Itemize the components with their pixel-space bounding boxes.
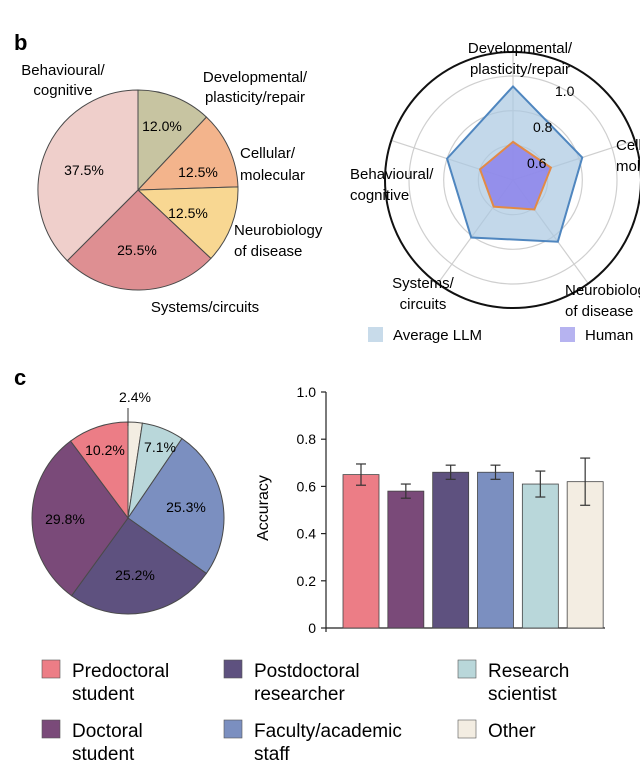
pie-label-behavioural-2: cognitive — [33, 82, 92, 99]
topic-pie-slice-neurobiology-of-disease — [136, 186, 239, 260]
topic-pie-slice-systems-circuits — [66, 189, 212, 291]
topic-pie-slice-behavioural-cognitive — [37, 89, 139, 262]
legend-swatch-predoctoral — [41, 659, 61, 679]
y-tick-label-4: 0.8 — [297, 431, 317, 447]
legend-postdoc-1: Postdoctoral — [254, 661, 360, 682]
pie-pct-cellular: 12.5% — [178, 164, 218, 180]
legend-swatch-postdoc — [223, 659, 243, 679]
topic-pie-slice-cellular-molecular — [136, 116, 239, 191]
pie-label-neuro-1: Neurobiology — [234, 222, 323, 239]
radar-label-behavioural-2: cognitive — [350, 187, 409, 204]
panel-c-letter: c — [14, 365, 26, 390]
radar-label-behavioural-1: Behavioural/ — [350, 166, 434, 183]
y-tick-label-2: 0.4 — [297, 526, 317, 542]
legend-label-human: Human — [585, 327, 633, 344]
topic-pie-labels: Behavioural/ cognitive Developmental/ pl… — [21, 62, 323, 316]
pie-label-developmental-2: plasticity/repair — [205, 89, 305, 106]
radar-outer-ring — [384, 51, 640, 309]
legend-swatch-llm — [368, 327, 383, 342]
legend-research-1: Research — [488, 661, 569, 682]
pie-label-behavioural-1: Behavioural/ — [21, 62, 105, 79]
bar-doctoral-student — [387, 490, 425, 629]
legend-research-2: scientist — [488, 684, 557, 705]
legend-faculty-2: staff — [254, 744, 290, 765]
legend-label-llm: Average LLM — [393, 327, 482, 344]
topic-pie-chart — [37, 89, 239, 291]
y-tick-label-3: 0.6 — [297, 478, 317, 494]
career-pie-slice-postdoctoral-researcher — [70, 517, 208, 615]
career-stage-pie-chart — [31, 421, 225, 615]
career-pie-slice-faculty-academic-staff — [127, 437, 225, 575]
pie-label-neuro-2: of disease — [234, 243, 302, 260]
pie-label-cellular-2: molecular — [240, 167, 305, 184]
legend-swatch-research — [457, 659, 477, 679]
legend-doctoral-1: Doctoral — [72, 721, 143, 742]
legend-doctoral-2: student — [72, 744, 135, 765]
legend-faculty-1: Faculty/academic — [254, 721, 402, 742]
bar-research-scientist — [521, 483, 559, 629]
legend-predoctoral-2: student — [72, 684, 135, 705]
radar-label-systems-2: circuits — [400, 296, 447, 313]
radar-chart — [384, 51, 640, 309]
radar-label-cellular-2: molecular — [616, 158, 640, 175]
y-tick-label-0: 0 — [308, 620, 316, 636]
career-pie-percentages: 2.4% 7.1% 25.3% 25.2% 29.8% 10.2% — [45, 389, 206, 583]
pie-pct-faculty: 25.3% — [166, 499, 206, 515]
career-pie-slice-doctoral-student — [31, 440, 129, 597]
legend-swatch-faculty — [223, 719, 243, 739]
radar-label-developmental-2: plasticity/repair — [470, 61, 570, 78]
pie-pct-postdoc: 25.2% — [115, 567, 155, 583]
legend-predoctoral-1: Predoctoral — [72, 661, 169, 682]
pie-pct-predoctoral: 10.2% — [85, 442, 125, 458]
pie-pct-doctoral: 29.8% — [45, 511, 85, 527]
radar-series-human — [478, 140, 553, 211]
pie-pct-neuro: 12.5% — [168, 205, 208, 221]
radar-ring-label-1: 0.8 — [533, 119, 553, 135]
radar-label-cellular-1: Cellular/ — [616, 137, 640, 154]
panel-b-letter: b — [14, 30, 27, 55]
pie-pct-systems: 25.5% — [117, 242, 157, 258]
pie-label-systems: Systems/circuits — [151, 299, 259, 316]
pie-label-cellular-1: Cellular/ — [240, 145, 296, 162]
pie-pct-other: 2.4% — [119, 389, 151, 405]
bar-predoctoral-student — [342, 474, 380, 629]
radar-ring-labels: 0.6 0.8 1.0 — [527, 83, 575, 171]
pie-pct-behavioural: 37.5% — [64, 162, 104, 178]
legend-other: Other — [488, 721, 536, 742]
legend-swatch-doctoral — [41, 719, 61, 739]
radar-ring-label-2: 1.0 — [555, 83, 575, 99]
bar-faculty-academic-staff — [477, 471, 514, 629]
bar-postdoctoral-researcher — [432, 471, 470, 629]
legend-swatch-other — [457, 719, 477, 739]
radar-label-neuro-2: of disease — [565, 303, 633, 320]
radar-label-systems-1: Systems/ — [392, 275, 455, 292]
radar-label-developmental-1: Developmental/ — [468, 40, 573, 57]
legend-postdoc-2: researcher — [254, 684, 345, 705]
topic-pie-percentages: 12.0% 12.5% 12.5% 25.5% 37.5% — [64, 118, 218, 258]
radar-axis-labels: Developmental/ plasticity/repair Cellula… — [350, 40, 640, 320]
y-axis-label: Accuracy — [255, 475, 272, 541]
pie-pct-developmental: 12.0% — [142, 118, 182, 134]
pie-label-developmental-1: Developmental/ — [203, 69, 308, 86]
radar-label-neuro-1: Neurobiology — [565, 282, 640, 299]
radar-legend: Average LLM Human — [368, 327, 633, 344]
topic-pie-slice-developmental-plasticity-repair — [137, 89, 208, 192]
career-legend: Predoctoral student Postdoctoral researc… — [41, 659, 569, 765]
y-tick-label-1: 0.2 — [297, 573, 317, 589]
accuracy-bar-chart: 0 0.2 0.4 0.6 0.8 1.0 — [297, 384, 605, 636]
y-tick-label-5: 1.0 — [297, 384, 317, 400]
radar-ring-label-0: 0.6 — [527, 155, 547, 171]
legend-swatch-human — [560, 327, 575, 342]
pie-pct-research: 7.1% — [144, 439, 176, 455]
